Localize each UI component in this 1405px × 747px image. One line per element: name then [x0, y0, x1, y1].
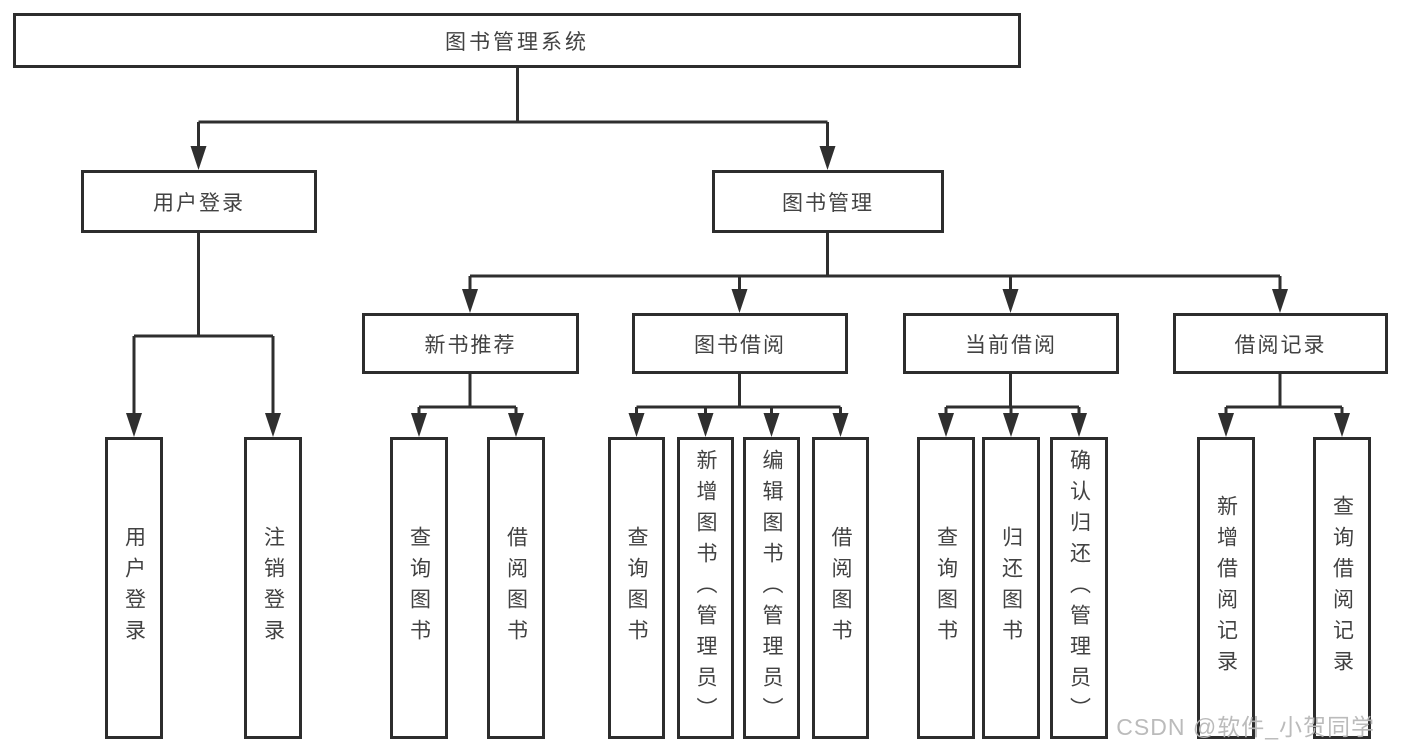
- leaf-cb-confirm-return-admin: 确认归还（管理员）: [1050, 437, 1108, 739]
- node-current-borrow-label: 当前借阅: [965, 333, 1057, 357]
- node-borrow-records-label: 借阅记录: [1234, 333, 1327, 357]
- edges-book-management: [462, 233, 1288, 313]
- leaf-bb-query-books-label: 查询图书: [625, 526, 648, 650]
- edges-new-books: [411, 374, 524, 437]
- arrow-icon: [265, 413, 281, 437]
- leaf-br-query-record-label: 查询借阅记录: [1330, 495, 1354, 681]
- node-book-borrow: 图书借阅: [632, 313, 848, 374]
- arrow-icon: [819, 146, 836, 170]
- arrow-icon: [832, 413, 849, 437]
- arrow-icon: [508, 413, 524, 437]
- leaf-user-login-label: 用户登录: [122, 526, 146, 650]
- arrow-icon: [190, 146, 207, 170]
- arrow-icon: [763, 413, 780, 437]
- arrow-icon: [697, 413, 714, 437]
- edges-borrow-records: [1218, 374, 1350, 437]
- leaf-nb-borrow-books-label: 借阅图书: [504, 526, 528, 650]
- leaf-user-login: 用户登录: [105, 437, 163, 739]
- node-user-login-label: 用户登录: [153, 191, 245, 215]
- leaf-nb-borrow-books: 借阅图书: [487, 437, 545, 739]
- leaf-br-add-record-label: 新增借阅记录: [1214, 495, 1238, 681]
- leaf-bb-edit-books-admin-label: 编辑图书（管理员）: [760, 448, 783, 728]
- node-book-management-label: 图书管理: [782, 191, 874, 215]
- arrow-icon: [462, 289, 478, 313]
- leaf-logout-login-label: 注销登录: [261, 526, 285, 650]
- edges-book-borrow: [628, 374, 849, 437]
- leaf-nb-query-books-label: 查询图书: [407, 526, 431, 650]
- arrow-icon: [1334, 413, 1350, 437]
- leaf-cb-return-books: 归还图书: [982, 437, 1040, 739]
- edges-user-login: [126, 233, 281, 437]
- arrow-icon: [731, 289, 748, 313]
- arrow-icon: [1002, 289, 1019, 313]
- leaf-br-add-record: 新增借阅记录: [1197, 437, 1255, 739]
- node-user-login: 用户登录: [81, 170, 317, 233]
- leaf-bb-borrow-books: 借阅图书: [812, 437, 869, 739]
- arrow-icon: [1218, 413, 1234, 437]
- leaf-cb-query-books-label: 查询图书: [934, 526, 958, 650]
- leaf-bb-edit-books-admin: 编辑图书（管理员）: [743, 437, 800, 739]
- arrow-icon: [411, 413, 427, 437]
- leaf-bb-add-books-admin-label: 新增图书（管理员）: [694, 448, 717, 728]
- arrow-icon: [126, 413, 142, 437]
- node-book-management: 图书管理: [712, 170, 944, 233]
- node-new-book-recommend-label: 新书推荐: [424, 333, 517, 357]
- node-new-book-recommend: 新书推荐: [362, 313, 579, 374]
- leaf-nb-query-books: 查询图书: [390, 437, 448, 739]
- node-current-borrow: 当前借阅: [903, 313, 1119, 374]
- arrow-icon: [1071, 413, 1087, 437]
- node-root: 图书管理系统: [13, 13, 1021, 68]
- leaf-br-query-record: 查询借阅记录: [1313, 437, 1371, 739]
- leaf-bb-query-books: 查询图书: [608, 437, 665, 739]
- leaf-cb-query-books: 查询图书: [917, 437, 975, 739]
- leaf-bb-borrow-books-label: 借阅图书: [829, 526, 852, 650]
- node-borrow-records: 借阅记录: [1173, 313, 1388, 374]
- edges-root: [190, 68, 836, 170]
- leaf-bb-add-books-admin: 新增图书（管理员）: [677, 437, 734, 739]
- leaf-cb-confirm-return-admin-label: 确认归还（管理员）: [1067, 448, 1091, 728]
- arrow-icon: [1003, 413, 1019, 437]
- leaf-logout-login: 注销登录: [244, 437, 302, 739]
- arrow-icon: [938, 413, 954, 437]
- arrow-icon: [1272, 289, 1288, 313]
- edges-current-borrow: [938, 374, 1087, 437]
- node-root-label: 图书管理系统: [445, 30, 589, 54]
- arrow-icon: [628, 413, 645, 437]
- watermark: CSDN @软件_小贺同学: [1116, 714, 1375, 740]
- leaf-cb-return-books-label: 归还图书: [999, 526, 1023, 650]
- node-book-borrow-label: 图书借阅: [694, 333, 786, 357]
